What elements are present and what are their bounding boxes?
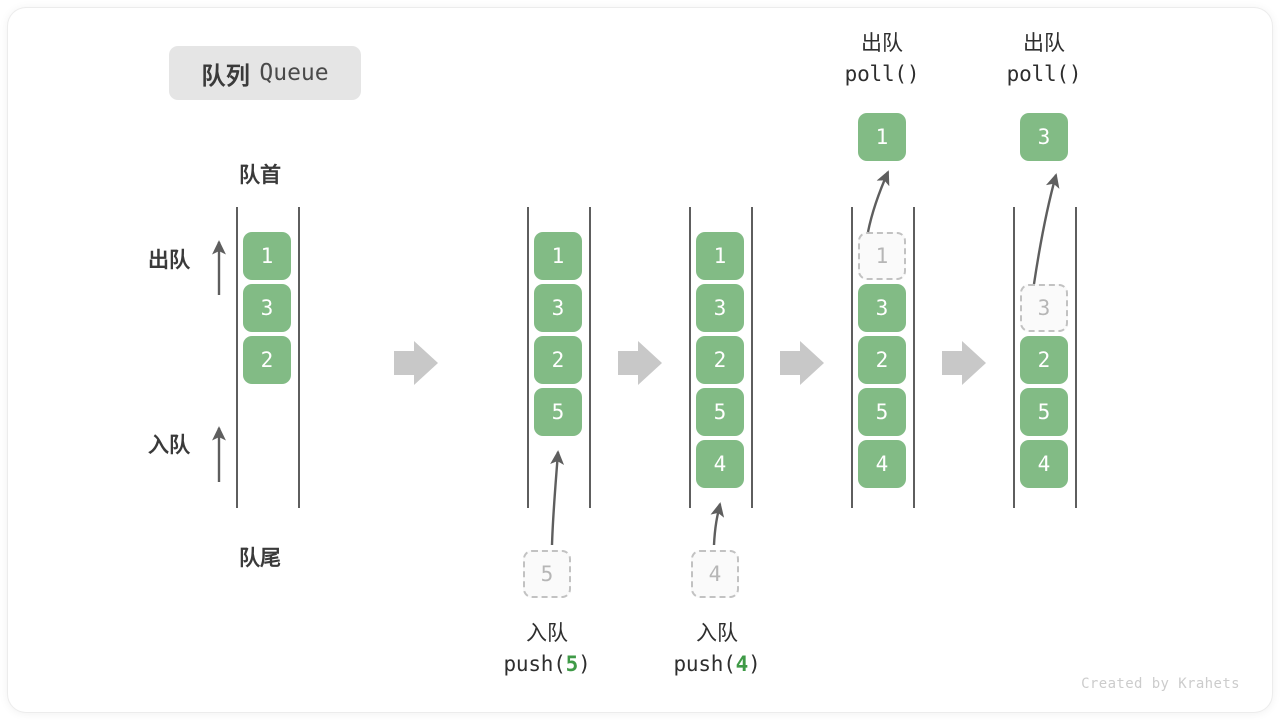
caption-push-5: 入队 push(5) xyxy=(463,618,631,680)
title-english: Queue xyxy=(259,60,329,86)
queue-cell: 1 xyxy=(696,232,744,280)
label-enqueue-direction: 入队 xyxy=(148,434,190,457)
rail-right-col2 xyxy=(589,207,591,508)
queue-cell: 4 xyxy=(696,440,744,488)
rail-right-col5 xyxy=(1075,207,1077,508)
rail-right-col3 xyxy=(751,207,753,508)
incoming-ghost-cell: 4 xyxy=(691,550,739,598)
queue-cell: 2 xyxy=(243,336,291,384)
queue-cell: 3 xyxy=(243,284,291,332)
queue-cell: 2 xyxy=(534,336,582,384)
title-badge: 队列 Queue xyxy=(169,46,361,100)
queue-cell: 3 xyxy=(858,284,906,332)
caption-poll-3-code: poll() xyxy=(1006,62,1082,86)
label-dequeue-direction: 出队 xyxy=(148,249,190,272)
caption-push-4: 入队 push(4) xyxy=(633,618,801,680)
queue-cell: 2 xyxy=(858,336,906,384)
rail-left-col3 xyxy=(689,207,691,508)
outgoing-cell: 3 xyxy=(1020,113,1068,161)
label-queue-front: 队首 xyxy=(239,164,281,187)
queue-cell: 4 xyxy=(1020,440,1068,488)
queue-cell: 3 xyxy=(696,284,744,332)
diagram-card xyxy=(8,8,1272,712)
rail-right-col1 xyxy=(298,207,300,508)
caption-push-4-code: push(4) xyxy=(673,652,761,676)
label-queue-rear: 队尾 xyxy=(239,547,281,570)
queue-cell: 5 xyxy=(858,388,906,436)
rail-left-col1 xyxy=(236,207,238,508)
caption-poll-3-chinese: 出队 xyxy=(1023,32,1065,55)
queue-cell: 2 xyxy=(696,336,744,384)
outgoing-cell: 1 xyxy=(858,113,906,161)
queue-cell: 5 xyxy=(534,388,582,436)
queue-cell: 4 xyxy=(858,440,906,488)
queue-cell: 2 xyxy=(1020,336,1068,384)
queue-cell-ghost: 3 xyxy=(1020,284,1068,332)
caption-push-4-chinese: 入队 xyxy=(696,622,738,645)
rail-left-col2 xyxy=(527,207,529,508)
caption-poll-3: 出队 poll() xyxy=(974,28,1114,90)
caption-poll-1-code: poll() xyxy=(844,62,920,86)
footer-credit: Created by Krahets xyxy=(1081,676,1240,692)
queue-cell: 3 xyxy=(534,284,582,332)
rail-right-col4 xyxy=(913,207,915,508)
caption-poll-1: 出队 poll() xyxy=(812,28,952,90)
title-chinese: 队列 xyxy=(201,62,251,90)
caption-push-5-code: push(5) xyxy=(503,652,591,676)
queue-cell-ghost: 1 xyxy=(858,232,906,280)
queue-cell: 5 xyxy=(696,388,744,436)
rail-left-col4 xyxy=(851,207,853,508)
caption-poll-1-chinese: 出队 xyxy=(861,32,903,55)
queue-cell: 1 xyxy=(534,232,582,280)
rail-left-col5 xyxy=(1013,207,1015,508)
queue-cell: 5 xyxy=(1020,388,1068,436)
caption-push-5-chinese: 入队 xyxy=(526,622,568,645)
queue-cell: 1 xyxy=(243,232,291,280)
incoming-ghost-cell: 5 xyxy=(523,550,571,598)
